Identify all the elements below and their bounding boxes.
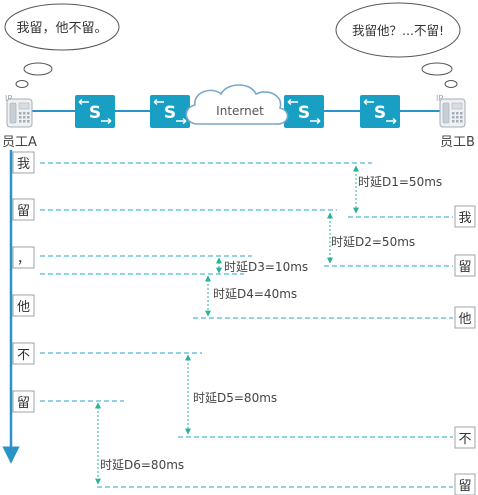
svg-text:S: S	[374, 103, 386, 123]
sent-char-3: ，	[17, 252, 30, 267]
right-thought-bubble: 我留他？...不留!	[335, 2, 461, 88]
recv-char-box-5	[454, 473, 476, 495]
sent-char-box-5	[12, 342, 35, 365]
delay-label-2: 时延D2=50ms	[331, 235, 415, 249]
left-thought-bubble: 我留，他不留。	[4, 3, 120, 88]
sent-char-box-4	[12, 294, 35, 317]
sent-char-6: 留	[17, 396, 30, 411]
sent-char-2: 留	[17, 204, 30, 219]
recv-char-1: 我	[458, 211, 471, 226]
switch-3-icon: S	[284, 95, 324, 128]
phone-b-badge: IP	[436, 94, 443, 103]
svg-text:S: S	[298, 103, 310, 123]
delay-label-4: 时延D4=40ms	[213, 287, 297, 301]
recv-char-box-2	[454, 254, 476, 277]
delay-label-6: 时延D6=80ms	[100, 458, 184, 472]
switch-4-icon: S	[360, 95, 400, 128]
switch-2-icon: S	[150, 95, 190, 128]
recv-char-5: 留	[458, 479, 471, 494]
sent-char-5: 不	[17, 348, 30, 363]
sent-char-box-2	[12, 198, 35, 221]
svg-text:S: S	[89, 103, 101, 123]
recv-char-4: 不	[458, 432, 471, 447]
dashed-lines	[40, 162, 453, 488]
delay-arrows	[95, 165, 359, 485]
svg-text:S: S	[164, 103, 176, 123]
delay-label-1: 时延D1=50ms	[358, 175, 442, 189]
sent-char-box-6	[12, 390, 35, 413]
recv-char-box-1	[454, 205, 476, 228]
delay-label-3: 时延D3=10ms	[224, 260, 308, 274]
right-speech-text: 我留他？...不留!	[352, 23, 444, 38]
sent-char-box-1	[12, 151, 35, 174]
recv-char-box-3	[454, 306, 476, 329]
sent-char-1: 我	[17, 157, 30, 172]
recv-char-3: 他	[458, 312, 471, 327]
internet-cloud-icon: Internet	[185, 84, 289, 125]
sent-char-4: 他	[17, 300, 30, 315]
recv-char-box-4	[454, 426, 476, 449]
ip-phone-b-icon: IP	[436, 94, 466, 128]
ip-phone-a-icon: IP	[5, 94, 33, 128]
sent-char-box-3	[12, 246, 35, 269]
switch-1-icon: S	[75, 95, 115, 128]
internet-label: Internet	[216, 104, 264, 118]
left-speech-text: 我留，他不留。	[16, 21, 107, 36]
phone-a-badge: IP	[5, 94, 12, 103]
employee-b-label: 员工B	[440, 135, 475, 150]
recv-char-2: 留	[458, 260, 471, 275]
delay-label-5: 时延D5=80ms	[193, 391, 277, 405]
employee-a-label: 员工A	[2, 135, 37, 150]
